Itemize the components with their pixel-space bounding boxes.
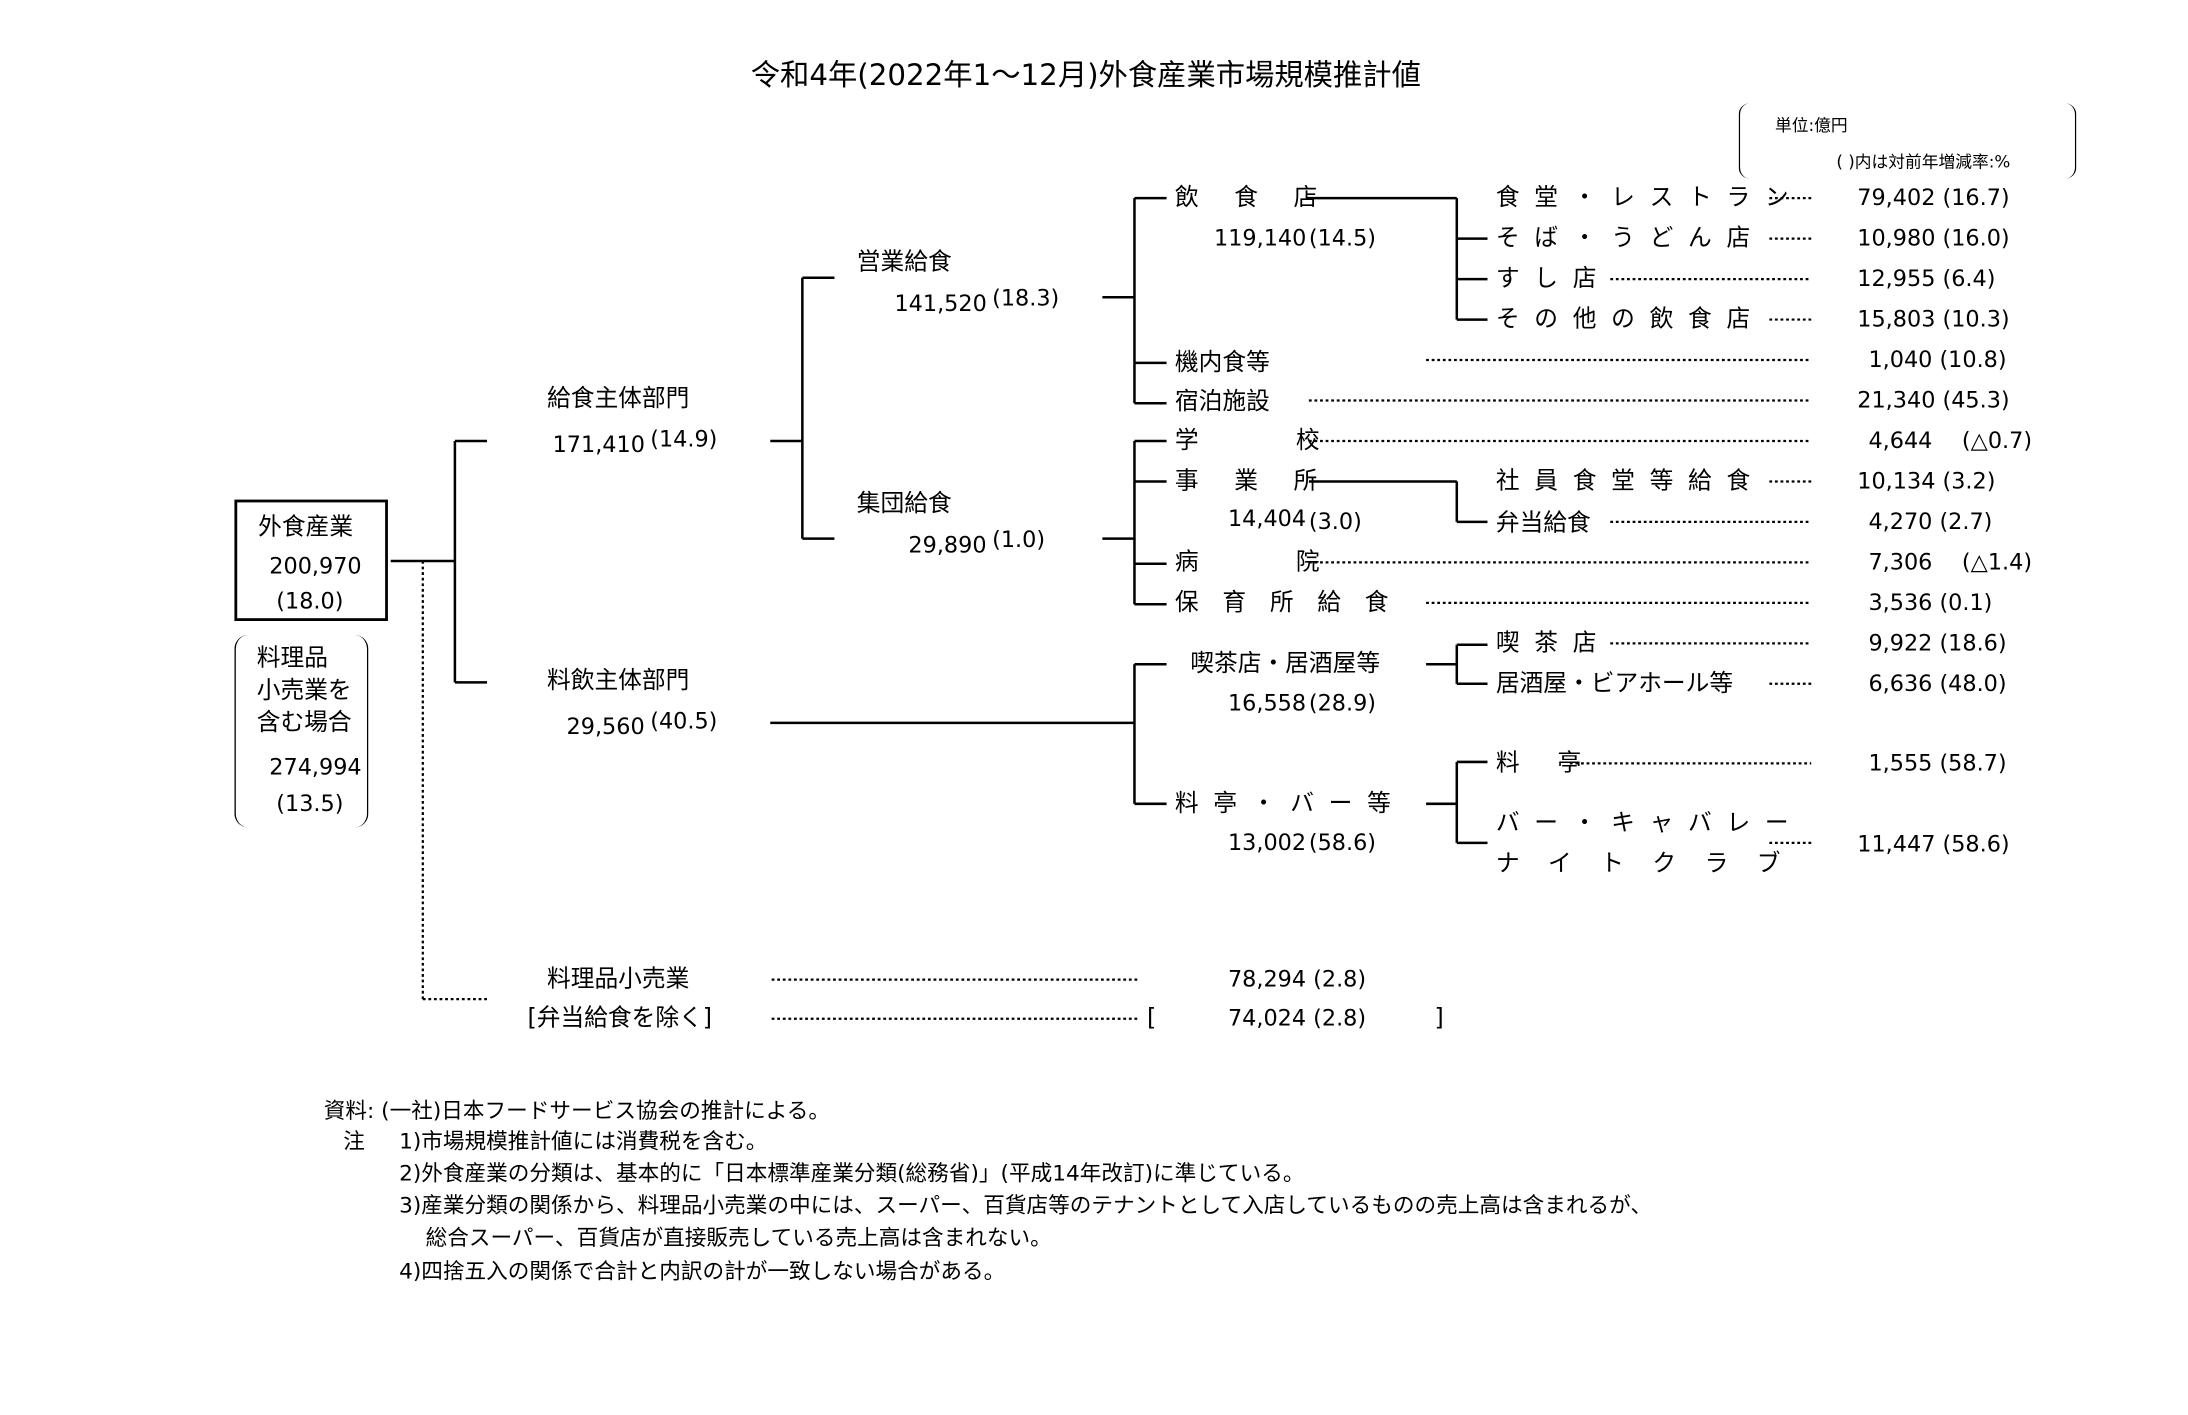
school-rate: (△0.7)	[1961, 427, 2033, 454]
group-rate: (1.0)	[992, 526, 1046, 553]
nursery-value: 3,536 (0.1)	[1868, 588, 1993, 616]
inflight-label: 機内食等	[1174, 348, 1270, 377]
note-3: 3)産業分類の関係から、料理品小売業の中には、スーパー、百貨店等のテナントとして…	[399, 1193, 1652, 1219]
meal-dept-label: 給食主体部門	[546, 385, 690, 414]
restaurants-label: 飲食店	[1174, 184, 1353, 213]
kissa-value: 9,922 (18.6)	[1868, 629, 2007, 656]
office-value: 14,404	[1227, 505, 1307, 532]
retail-excl-close-bracket: ]	[1434, 1004, 1444, 1033]
lodging-label: 宿泊施設	[1174, 387, 1270, 416]
unit-box	[1738, 103, 2077, 179]
cafe-izakaya-value: 16,558	[1227, 689, 1307, 716]
ryotei-bar-label: 料亭・バー等	[1174, 789, 1406, 818]
other-restaurants-label: その他の飲食店	[1495, 305, 1765, 334]
hospital-rate: (△1.4)	[1961, 548, 2033, 575]
retail-label: 料理品小売業	[546, 965, 690, 994]
retail-incl-rate: (13.5)	[276, 789, 344, 817]
root-box	[234, 499, 388, 621]
cafe-izakaya-label: 喫茶店・居酒屋等	[1190, 650, 1381, 679]
cafeteria-label: 社員食堂等給食	[1495, 467, 1765, 496]
sushi-label: すし店	[1495, 265, 1612, 294]
group-value: 29,890	[908, 531, 987, 559]
nursery-label: 保育所給食	[1174, 588, 1413, 617]
note-3-continued: 総合スーパー、百貨店が直接販売している売上高は含まれない。	[425, 1225, 1052, 1251]
restaurants-rate: (14.5)	[1308, 224, 1377, 252]
retail-excl-open-bracket: [	[1147, 1004, 1157, 1033]
bento-label: 弁当給食	[1495, 509, 1591, 538]
school-label: 学校	[1174, 427, 1417, 455]
restaurants-value: 119,140	[1213, 224, 1307, 252]
retail-excl-label: [弁当給食を除く]	[527, 1004, 713, 1033]
note-4: 4)四捨五入の関係で合計と内訳の計が一致しない場合がある。	[399, 1258, 1006, 1284]
school-value: 4,644	[1868, 427, 1933, 454]
rate-note: ( )内は対前年増減率:%	[1836, 152, 2011, 172]
root-value: 200,970	[269, 552, 362, 580]
ryotei-bar-rate: (58.6)	[1308, 828, 1377, 856]
shokudo-label: 食堂・レストラン	[1495, 184, 1804, 213]
group-label: 集団給食	[856, 489, 952, 518]
sushi-value: 12,955 (6.4)	[1857, 265, 1996, 292]
cafe-izakaya-rate: (28.9)	[1308, 689, 1377, 716]
meal-dept-value: 171,410	[552, 431, 645, 458]
note-label: 注	[343, 1128, 365, 1155]
hospital-value: 7,306	[1868, 548, 1933, 575]
cafeteria-value: 10,134 (3.2)	[1857, 467, 1996, 495]
commercial-label: 営業給食	[856, 248, 952, 277]
bar-label-line2: ナイトクラブ	[1495, 849, 1810, 878]
ryotei-bar-value: 13,002	[1227, 828, 1307, 856]
commercial-rate: (18.3)	[992, 284, 1060, 312]
root-rate: (18.0)	[276, 587, 344, 615]
office-label: 事業所	[1174, 467, 1353, 496]
drink-dept-rate: (40.5)	[650, 707, 718, 735]
izakaya-value: 6,636 (48.0)	[1868, 669, 2007, 697]
root-label: 外食産業	[258, 513, 354, 542]
other-restaurants-value: 15,803 (10.3)	[1857, 305, 2010, 333]
meal-dept-rate: (14.9)	[650, 425, 718, 453]
inflight-value: 1,040 (10.8)	[1868, 346, 2007, 373]
retail-included-bracket	[234, 634, 369, 828]
retail-incl-line3: 含む場合	[256, 708, 352, 737]
unit-label: 単位:億円	[1774, 115, 1848, 136]
izakaya-label: 居酒屋・ビアホール等	[1495, 669, 1734, 698]
soba-value: 10,980 (16.0)	[1857, 224, 2010, 252]
retail-incl-line1: 料理品	[256, 644, 328, 673]
lodging-value: 21,340 (45.3)	[1857, 386, 2010, 414]
diagram-title: 令和4年(2022年1〜12月)外食産業市場規模推計値	[750, 58, 1421, 93]
ryotei-label: 料亭	[1495, 749, 1620, 778]
retail-excl-value: 74,024 (2.8)	[1227, 1004, 1367, 1032]
bar-value: 11,447 (58.6)	[1857, 830, 2010, 857]
ryotei-value: 1,555 (58.7)	[1868, 749, 2007, 776]
retail-value: 78,294 (2.8)	[1227, 965, 1367, 993]
drink-dept-label: 料飲主体部門	[546, 667, 690, 695]
drink-dept-value: 29,560	[566, 713, 645, 740]
office-rate: (3.0)	[1308, 507, 1362, 535]
source-note: 資料: (一社)日本フードサービス協会の推計による。	[323, 1098, 830, 1124]
bento-value: 4,270 (2.7)	[1868, 507, 1993, 535]
retail-incl-value: 274,994	[269, 753, 362, 781]
bar-label-line1: バー・キャバレー	[1495, 809, 1804, 838]
shokudo-value: 79,402 (16.7)	[1857, 184, 2010, 211]
retail-incl-line2: 小売業を	[256, 676, 352, 705]
commercial-value: 141,520	[894, 290, 987, 317]
soba-label: そば・うどん店	[1495, 224, 1765, 253]
kissa-label: 喫茶店	[1495, 629, 1612, 658]
hospital-label: 病院	[1174, 548, 1417, 577]
note-1: 1)市場規模推計値には消費税を含む。	[399, 1128, 768, 1155]
note-2: 2)外食産業の分類は、基本的に「日本標準産業分類(総務省)」(平成14年改訂)に…	[399, 1161, 1305, 1187]
